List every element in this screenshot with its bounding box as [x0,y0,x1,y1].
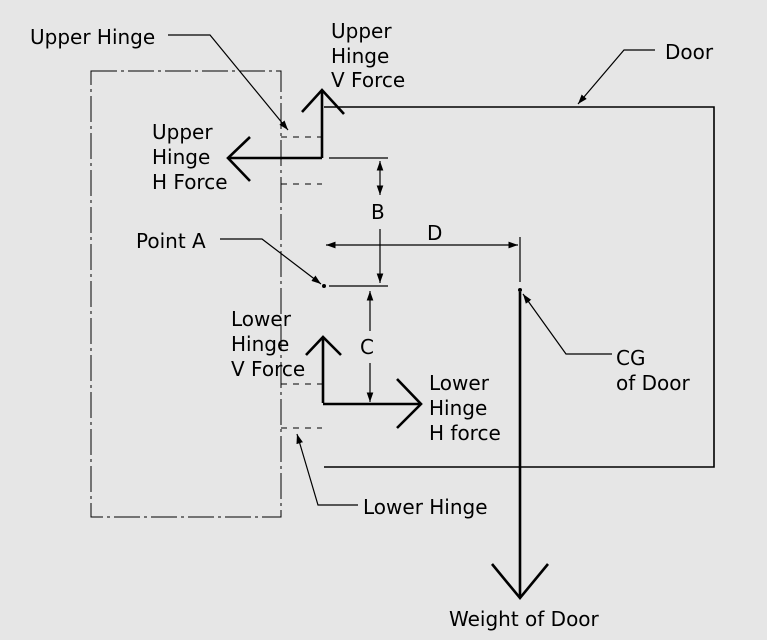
lower-hinge-leader [296,433,358,506]
weight-arrowhead [490,563,550,601]
lower-h-force-label-line2: Hinge [429,396,487,420]
upper-hinge-label: Upper Hinge [30,25,155,49]
upper-v-force-label-line1: Upper [331,19,392,43]
point-a-label: Point A [136,229,206,253]
upper-hinge-leader [168,34,289,131]
lower-hinge-v-force-arrowhead [305,335,342,356]
point-a-leader [220,238,322,285]
point-a-marker [322,284,326,288]
upper-hinge-h-force-arrowhead [226,136,251,182]
door-frame-outline [90,70,282,518]
cg-leader [522,293,612,355]
cg-marker [518,288,522,292]
cg-label-line2: of Door [616,371,691,395]
lower-v-force-label-line2: Hinge [231,332,289,356]
lower-h-force-label-line1: Lower [429,371,490,395]
upper-v-force-label-line3: V Force [331,68,405,92]
lower-hinge-h-force-arrowhead [396,378,423,429]
dim-c-label: C [360,335,374,359]
lower-hinge-label: Lower Hinge [363,495,488,519]
cg-label-line1: CG [616,346,645,370]
door-label: Door [665,40,714,64]
lower-v-force-label-line1: Lower [231,307,292,331]
lower-h-force-label-line3: H force [429,421,501,445]
dim-b-label: B [371,200,385,224]
lower-v-force-label-line3: V Force [231,357,305,381]
upper-hinge-v-force-arrowhead [301,88,345,115]
weight-label: Weight of Door [449,607,600,631]
door-leader [577,49,655,105]
upper-v-force-label-line2: Hinge [331,44,389,68]
dim-d-label: D [427,221,442,245]
upper-h-force-label-line3: H Force [152,170,228,194]
upper-h-force-label-line2: Hinge [152,145,210,169]
upper-h-force-label-line1: Upper [152,120,213,144]
